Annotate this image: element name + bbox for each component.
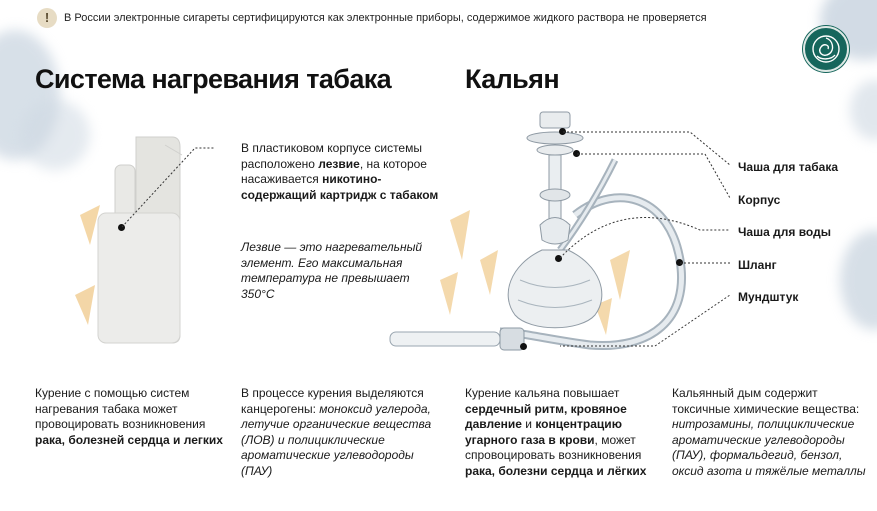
heating-system-note: Лезвие — это нагревательный элемент. Его… [241, 240, 423, 301]
description-text-1: В пластиковом корпусе системы расположен… [241, 141, 422, 171]
carcinogens-text-1: В процессе курения выделяются канцероген… [241, 386, 424, 416]
mouthpiece-marker [520, 343, 527, 350]
label-mouthpiece: Мундштук [738, 290, 799, 304]
notice-text: В России электронные сигареты сертифицир… [64, 12, 707, 24]
exclamation-icon: ! [37, 8, 57, 28]
tobacco-bowl-marker [559, 128, 566, 135]
heating-system-health-text: Курение с помощью систем нагревания таба… [35, 386, 230, 448]
hookah-chemicals-text-1: Кальянный дым содержит токсичные химичес… [672, 386, 860, 416]
heating-blade-marker [118, 224, 125, 231]
hookah-health-text-3: , может спровоцировать возникновения [465, 432, 642, 463]
hookah-chemicals-text: Кальянный дым содержит токсичные химичес… [672, 386, 870, 479]
heating-blade-leader-line [121, 147, 215, 228]
spiral-logo-icon [803, 26, 849, 72]
hookah-health-bold-1: сердечный ритм, кровяное давление [465, 401, 627, 432]
hookah-health-text-2: и [521, 417, 536, 431]
description-bold-2: никотино-содержащий картридж с табаком [241, 172, 439, 202]
smoke-decoration-left-2 [20, 100, 90, 170]
heating-device-illustration [75, 136, 183, 344]
health-bold-1: рака, болезней сердца и легких [35, 432, 223, 447]
health-text-1: Курение с помощью систем нагревания таба… [35, 386, 206, 431]
description-text-2: , на которое насаживается [241, 156, 427, 187]
hookah-leader-lines [560, 131, 731, 347]
hookah-health-text: Курение кальяна повышает сердечный ритм,… [465, 386, 663, 479]
heating-system-carcinogens-text: В процессе курения выделяются канцероген… [241, 386, 436, 479]
carcinogens-italic-1: моноксид углерода, летучие органические … [241, 401, 432, 478]
smoke-decoration-right-3 [850, 80, 877, 140]
body-marker [573, 150, 580, 157]
hookah-health-text-1: Курение кальяна повышает [465, 386, 620, 400]
label-tobacco-bowl: Чаша для табака [738, 160, 839, 174]
water-bowl-marker [555, 255, 562, 262]
label-hose: Шланг [738, 258, 777, 272]
hookah-illustration [389, 111, 686, 351]
description-bold-1: лезвие [318, 156, 360, 171]
heating-system-title: Система нагревания табака [35, 64, 392, 94]
label-body: Корпус [738, 193, 781, 207]
hookah-chemicals-italic-1: нитрозамины, полициклические ароматическ… [672, 417, 866, 478]
smoke-decoration-right-2 [840, 230, 877, 330]
hookah-health-bold-2: концентрацию угарного газа в крови [465, 417, 622, 447]
heating-system-description: В пластиковом корпусе системы расположен… [241, 141, 441, 203]
hookah-health-bold-3: рака, болезни сердца и лёгких [465, 463, 647, 478]
hookah-title: Кальян [465, 64, 560, 94]
label-water-bowl: Чаша для воды [738, 225, 831, 239]
hose-marker [676, 259, 683, 266]
